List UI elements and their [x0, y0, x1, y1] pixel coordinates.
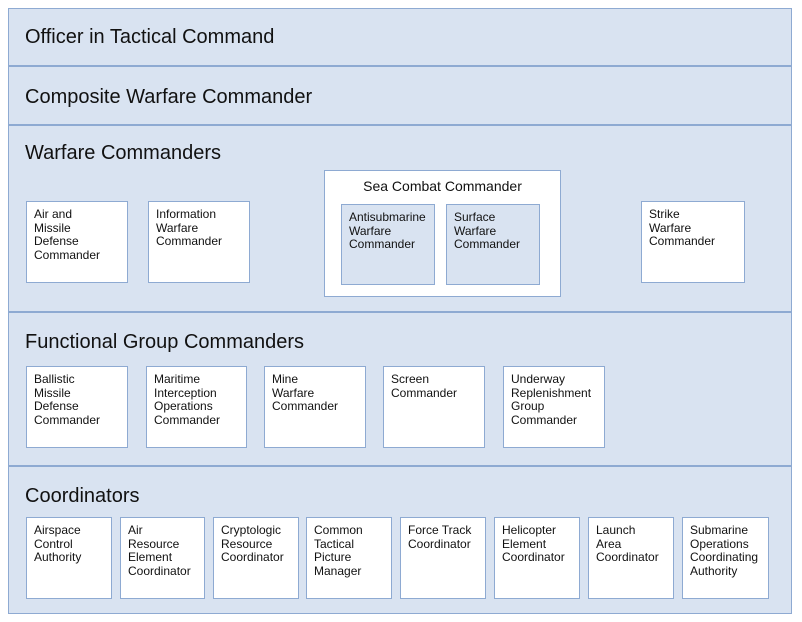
band-warfare-commanders: Warfare Commanders Air and Missile Defen…	[8, 125, 792, 312]
box-maritime-interception-operations-commander: Maritime Interception Operations Command…	[146, 366, 247, 448]
box-screen-commander: Screen Commander	[383, 366, 485, 448]
band-title: Composite Warfare Commander	[25, 86, 313, 108]
band-title: Functional Group Commanders	[25, 331, 305, 353]
box-submarine-operations-coordinating-authority: Submarine Operations Coordinating Author…	[682, 517, 769, 599]
band-composite-warfare-commander: Composite Warfare Commander	[8, 66, 792, 125]
band-coordinators: Coordinators Airspace Control Authority …	[8, 466, 792, 614]
box-antisubmarine-warfare-commander: Antisubmarine Warfare Commander	[341, 204, 435, 285]
group-title: Sea Combat Commander	[363, 178, 522, 194]
group-sea-combat-commander: Sea Combat Commander Antisubmarine Warfa…	[324, 170, 561, 297]
box-force-track-coordinator: Force Track Coordinator	[400, 517, 486, 599]
box-strike-warfare-commander: Strike Warfare Commander	[641, 201, 745, 283]
box-underway-replenishment-group-commander: Underway Replenishment Group Commander	[503, 366, 605, 448]
band-functional-group-commanders: Functional Group Commanders Ballistic Mi…	[8, 312, 792, 466]
band-title: Officer in Tactical Command	[25, 26, 275, 48]
band-title: Warfare Commanders	[25, 142, 221, 164]
band-officer-in-tactical-command: Officer in Tactical Command	[8, 8, 792, 66]
box-ballistic-missile-defense-commander: Ballistic Missile Defense Commander	[26, 366, 128, 448]
box-launch-area-coordinator: Launch Area Coordinator	[588, 517, 674, 599]
box-cryptologic-resource-coordinator: Cryptologic Resource Coordinator	[213, 517, 299, 599]
box-air-resource-element-coordinator: Air Resource Element Coordinator	[120, 517, 205, 599]
box-mine-warfare-commander: Mine Warfare Commander	[264, 366, 366, 448]
box-common-tactical-picture-manager: Common Tactical Picture Manager	[306, 517, 392, 599]
box-helicopter-element-coordinator: Helicopter Element Coordinator	[494, 517, 580, 599]
box-information-warfare-commander: Information Warfare Commander	[148, 201, 250, 283]
box-surface-warfare-commander: Surface Warfare Commander	[446, 204, 540, 285]
box-airspace-control-authority: Airspace Control Authority	[26, 517, 112, 599]
band-title: Coordinators	[25, 485, 140, 507]
box-air-and-missile-defense-commander: Air and Missile Defense Commander	[26, 201, 128, 283]
